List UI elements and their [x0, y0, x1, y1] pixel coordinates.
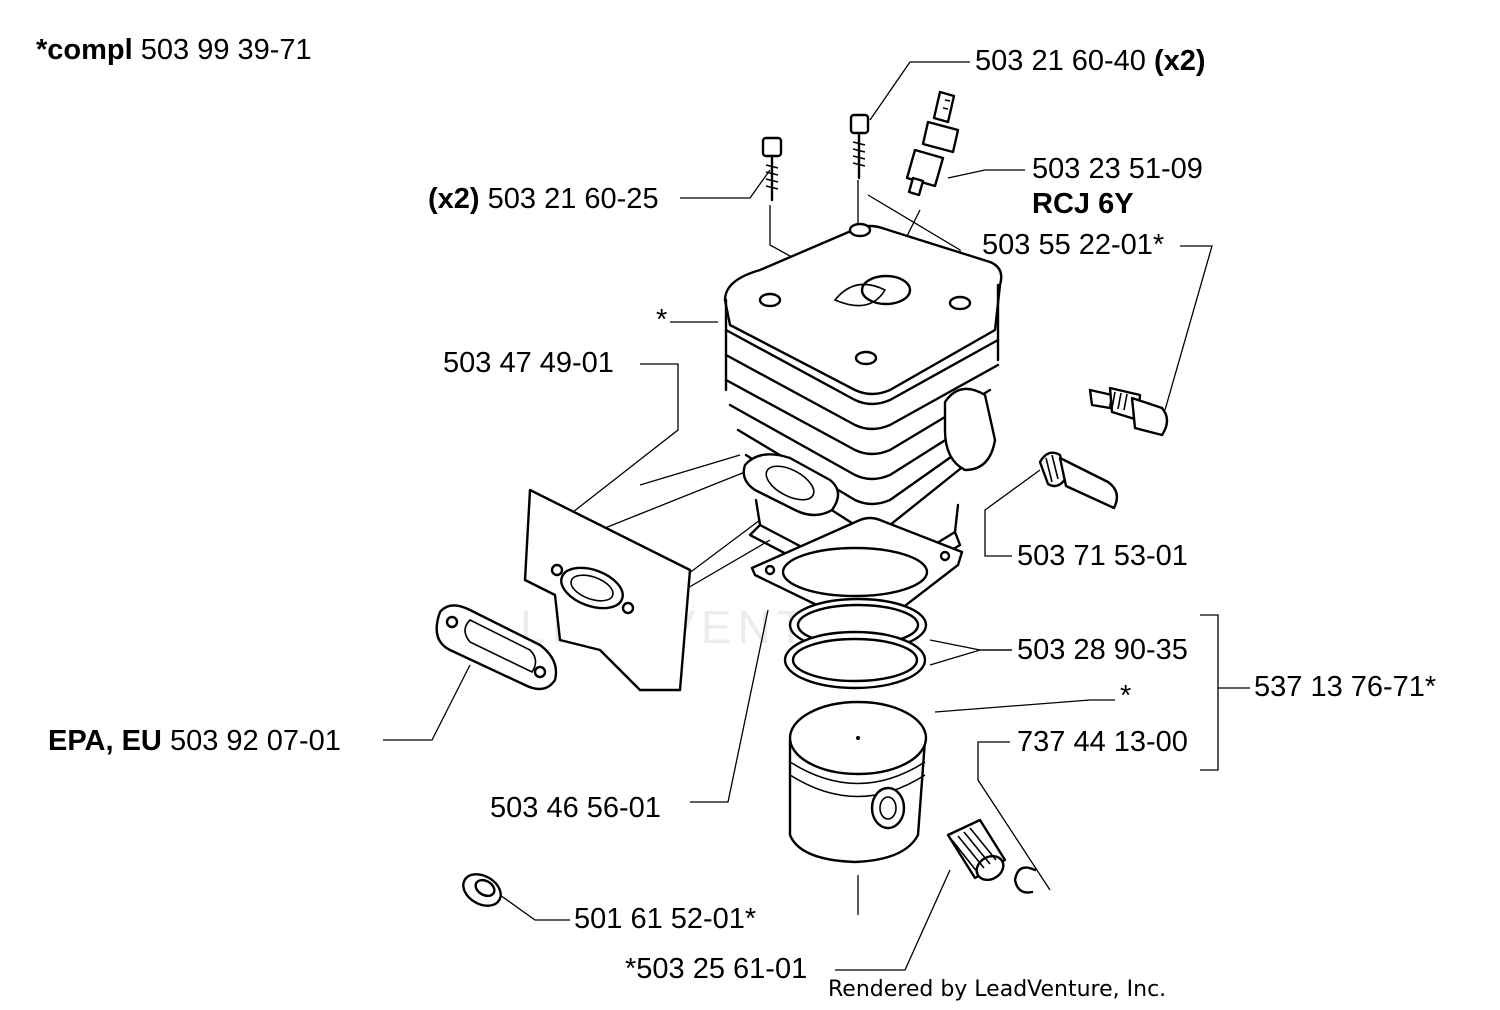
label-piston-kit: 537 13 76-71*	[1254, 671, 1437, 703]
complete-prefix: *compl	[36, 34, 133, 66]
decompression-valve-part	[1088, 386, 1169, 437]
circlip-part	[1013, 866, 1037, 894]
label-screw-left: (x2) 503 21 60-25	[428, 185, 659, 214]
needle-bearing-part	[946, 818, 1007, 882]
plate-part	[523, 488, 692, 692]
label-circlip: 737 44 13-00	[1017, 726, 1188, 758]
footer-rendered-by: Rendered by LeadVenture, Inc.	[828, 977, 1167, 1002]
rubber-plug-part	[462, 873, 502, 907]
label-spark-plug: 503 23 51-09	[1032, 153, 1203, 185]
gasket-number: 503 92 07-01	[169, 725, 341, 757]
label-piston-rings: 503 28 90-35	[1017, 634, 1188, 666]
label-base-gasket: 503 46 56-01	[490, 792, 661, 824]
spark-plug-type: RCJ 6Y	[1032, 188, 1134, 220]
screw-top-qty: (x2)	[1154, 45, 1206, 77]
gasket-prefix: EPA, EU	[48, 725, 162, 757]
label-decompression-valve: 503 55 22-01*	[982, 229, 1165, 261]
label-needle-bearing: *503 25 61-01	[625, 953, 808, 985]
base-gasket-part	[750, 516, 964, 630]
screw-left-qty: (x2)	[428, 183, 480, 215]
label-piston-asterisk: *	[1120, 680, 1132, 712]
screw-top-part	[849, 113, 870, 180]
label-plate: 503 47 49-01	[443, 347, 614, 379]
label-cylinder-asterisk: *	[656, 304, 668, 336]
label-spark-plug-type: RCJ 6Y	[1032, 190, 1134, 219]
screw-left-number: 503 21 60-25	[487, 183, 659, 215]
label-valve: 503 71 53-01	[1017, 540, 1188, 572]
piston-rings-part	[783, 597, 928, 690]
cylinder-part	[723, 222, 1003, 595]
screw-left-part	[761, 136, 783, 202]
complete-part-number: 503 99 39-71	[140, 34, 312, 66]
label-screw-top: 503 21 60-40 (x2)	[975, 47, 1206, 76]
spark-plug-part	[905, 90, 960, 197]
screw-top-number: 503 21 60-40	[975, 45, 1146, 77]
muffler-gasket-part	[435, 604, 558, 691]
piston-part	[788, 700, 928, 864]
label-rubber-plug: 501 61 52-01*	[574, 903, 757, 935]
label-complete-kit: *compl 503 99 39-71	[36, 36, 312, 65]
label-muffler-gasket: EPA, EU 503 92 07-01	[48, 727, 341, 756]
valve-part	[1038, 451, 1119, 510]
